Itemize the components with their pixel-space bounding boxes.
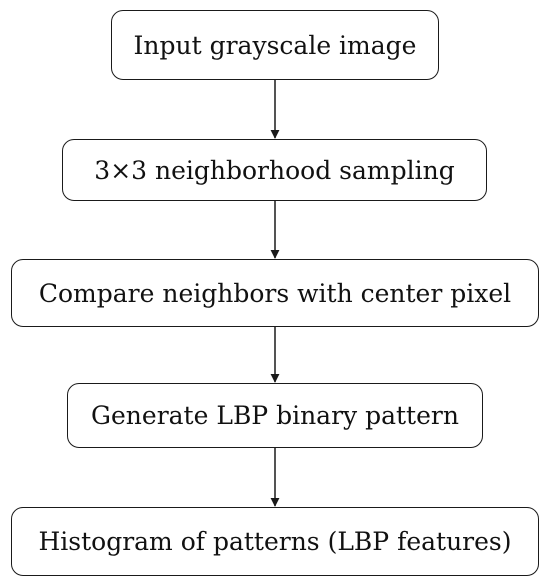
step-generate-lbp-pattern: Generate LBP binary pattern: [67, 383, 483, 448]
step-label: Input grayscale image: [133, 30, 417, 60]
step-label: 3×3 neighborhood sampling: [94, 155, 455, 185]
step-input-grayscale-image: Input grayscale image: [111, 10, 439, 80]
step-histogram-of-patterns: Histogram of patterns (LBP features): [11, 507, 539, 576]
step-label: Compare neighbors with center pixel: [38, 278, 512, 308]
step-label: Histogram of patterns (LBP features): [38, 527, 512, 556]
step-label: Generate LBP binary pattern: [91, 401, 459, 430]
step-compare-neighbors: Compare neighbors with center pixel: [11, 259, 539, 327]
step-neighborhood-sampling: 3×3 neighborhood sampling: [62, 139, 487, 201]
